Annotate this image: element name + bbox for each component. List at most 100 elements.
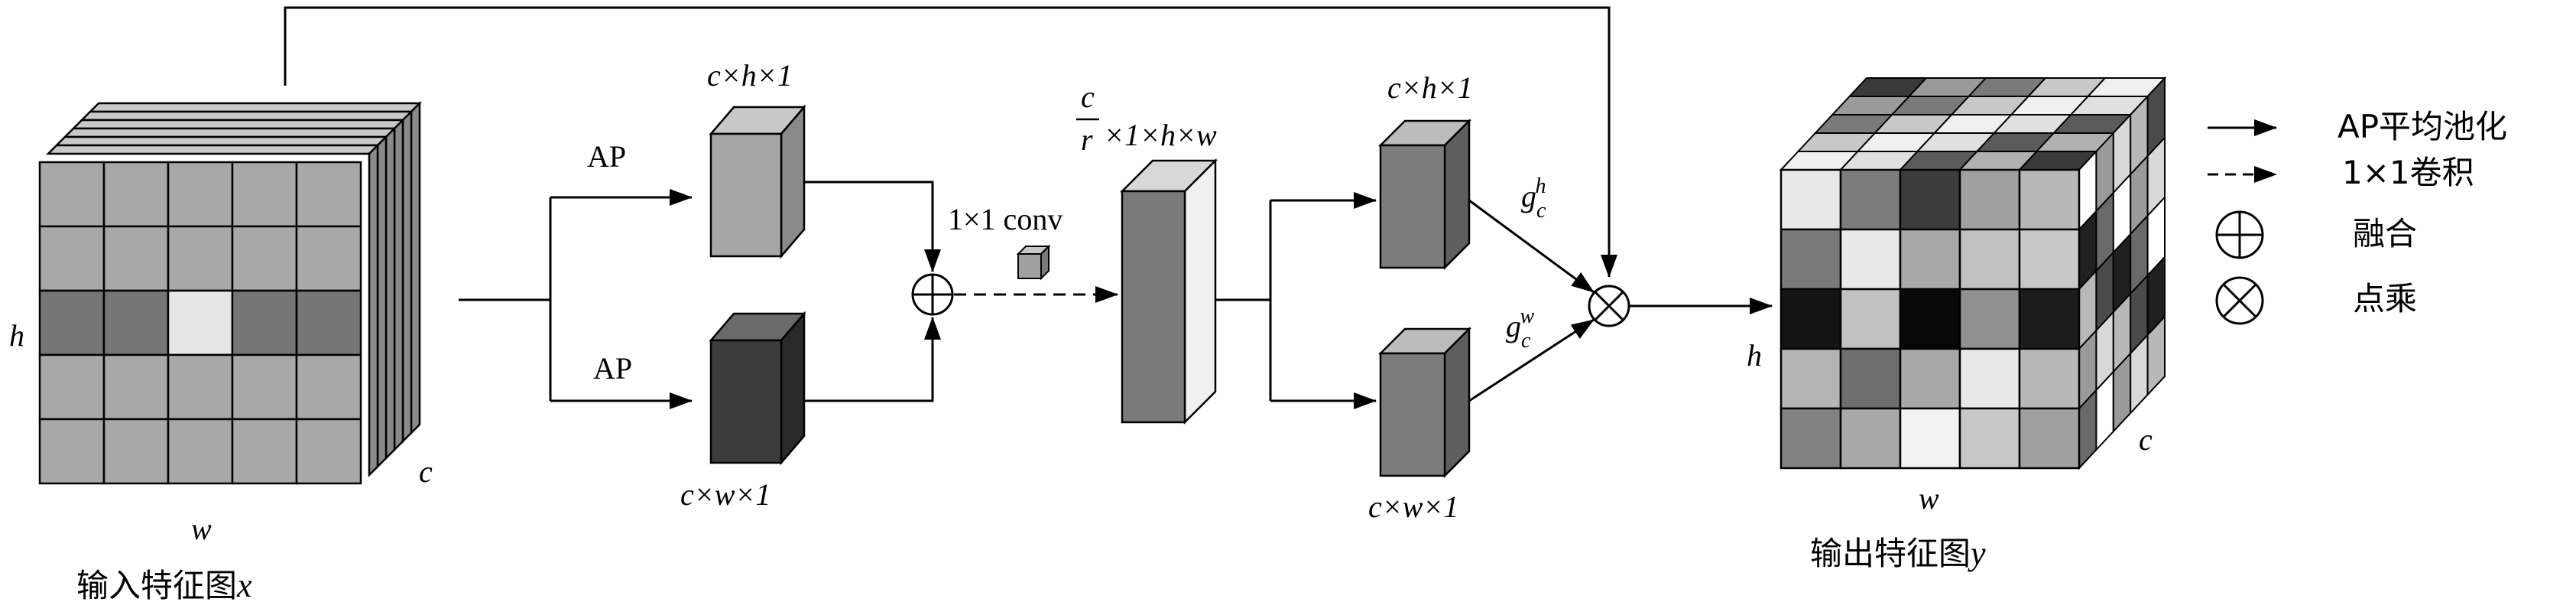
input-dim-w: w	[191, 512, 212, 546]
output-caption-text: 输出特征图	[1810, 535, 1971, 572]
input-cell	[295, 289, 362, 356]
input-cell	[102, 418, 170, 485]
input-cell	[38, 418, 105, 485]
concat-dims-rest: ×1×h×w	[1104, 118, 1217, 152]
output-cell	[1958, 347, 2021, 410]
split-lines-2	[1215, 192, 1377, 409]
output-cell	[1780, 168, 1842, 231]
output-cell	[2018, 228, 2081, 291]
output-dim-h: h	[1747, 338, 1762, 373]
input-channel-slices	[45, 100, 423, 478]
merge-lines	[804, 181, 941, 402]
input-slice-side	[401, 109, 413, 444]
output-cell	[1780, 347, 1842, 410]
input-cell	[231, 418, 298, 485]
attention-block-w	[1377, 326, 1472, 479]
legend-ap-text: AP平均池化	[2338, 108, 2507, 145]
multiply-node	[1588, 285, 1630, 327]
output-top-face	[1779, 77, 2167, 171]
concat-node	[911, 273, 954, 316]
legend: AP平均池化 1×1卷积 融合 点乘	[2208, 108, 2507, 325]
output-cell	[1780, 288, 1842, 350]
output-cell	[1839, 407, 1902, 470]
output-feature-map: h w c 输出特征图y	[1747, 76, 2167, 572]
conv-label: 1×1 conv	[948, 202, 1063, 236]
concat-dims: c r ×1×h×w	[1076, 80, 1217, 157]
input-caption-text: 输入特征图	[76, 567, 237, 604]
output-cell	[1958, 168, 2021, 231]
output-cell	[1958, 288, 2021, 350]
output-cell	[1780, 407, 1842, 470]
input-cell	[167, 161, 234, 228]
input-slice-top	[87, 102, 423, 113]
legend-item-multiply: 点乘	[2215, 276, 2417, 325]
legend-conv-text: 1×1卷积	[2342, 154, 2474, 191]
concat-frac-num: c	[1081, 80, 1095, 114]
legend-item-ap: AP平均池化	[2208, 108, 2507, 145]
input-slice-top	[70, 119, 406, 130]
input-caption-var: x	[236, 567, 252, 604]
concat-block	[1119, 158, 1218, 425]
input-front-grid	[38, 161, 362, 485]
legend-item-conv: 1×1卷积	[2208, 154, 2474, 191]
input-slice-top	[45, 144, 381, 155]
output-cell	[1839, 228, 1902, 291]
input-cell	[38, 289, 105, 356]
input-feature-map: h w c 输入特征图x	[9, 100, 433, 604]
input-dim-h: h	[9, 318, 24, 353]
output-cell	[1839, 347, 1902, 410]
input-cell	[102, 225, 170, 292]
concat-frac-den: r	[1081, 122, 1093, 157]
times-circle-icon	[2215, 276, 2264, 325]
input-cell	[102, 289, 170, 356]
input-cell	[167, 418, 234, 485]
output-cell	[1899, 347, 1961, 410]
output-cell	[1899, 407, 1961, 470]
input-slice-top	[54, 135, 389, 147]
input-cell	[102, 353, 170, 421]
attention-block-h	[1377, 118, 1472, 271]
gate-h: gch	[1521, 174, 1546, 223]
conv-kernel-cube	[1016, 244, 1051, 281]
output-cell	[1958, 228, 2021, 291]
pooled-block-w	[709, 311, 806, 466]
gate-arrows	[1468, 199, 1595, 402]
input-cell	[38, 353, 105, 421]
input-cell	[231, 353, 298, 421]
output-cell	[1899, 228, 1961, 291]
input-cell	[102, 161, 170, 228]
input-cell	[38, 225, 105, 292]
pooled-block-h	[709, 104, 806, 259]
output-side-face	[2078, 76, 2166, 470]
legend-fusion-text: 融合	[2353, 215, 2417, 252]
input-cell	[231, 161, 298, 228]
input-cell	[295, 161, 362, 228]
output-cell	[1958, 407, 2021, 470]
skip-connection	[284, 6, 1617, 278]
legend-item-fusion: 融合	[2215, 210, 2417, 259]
ap-bottom-label: AP	[593, 351, 632, 386]
input-cell	[231, 289, 298, 356]
output-dim-w: w	[1919, 481, 1939, 516]
input-slice-side	[384, 125, 396, 461]
output-cell	[1839, 288, 1902, 350]
input-cell	[167, 289, 234, 356]
output-dim-c: c	[2139, 422, 2153, 457]
output-caption: 输出特征图y	[1810, 535, 1986, 572]
plus-circle-icon	[2215, 210, 2264, 259]
input-cell	[295, 418, 362, 485]
input-slice-side	[368, 142, 379, 478]
output-cell	[1899, 168, 1961, 231]
input-slice-side	[410, 100, 421, 436]
pooled-w-dims: c×w×1	[680, 477, 771, 512]
ap-top-label: AP	[587, 139, 626, 174]
attn-h-dims: c×h×1	[1387, 70, 1473, 105]
input-slice-side	[376, 134, 388, 470]
input-cell	[167, 225, 234, 292]
legend-multiply-text: 点乘	[2353, 280, 2417, 317]
input-slice-top	[62, 127, 397, 138]
output-cell	[2018, 347, 2081, 410]
output-front-grid	[1780, 168, 2081, 470]
output-cell	[2018, 407, 2081, 470]
